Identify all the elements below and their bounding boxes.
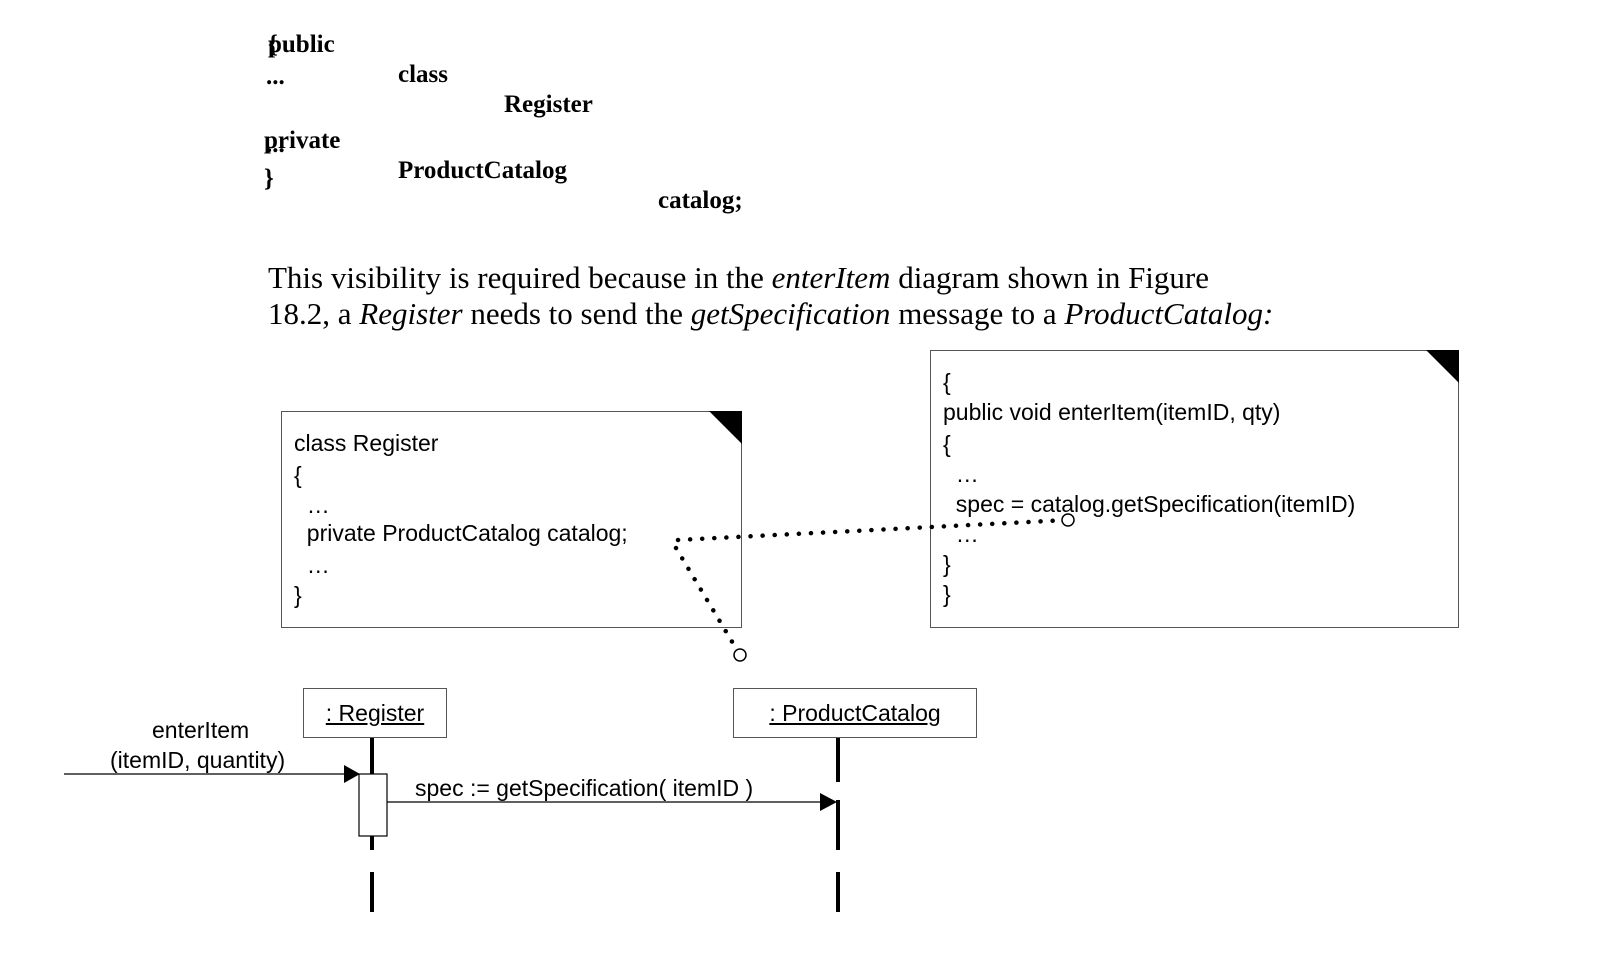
note-line: class Register [294,430,439,456]
paragraph-line-1: This visibility is required because in t… [268,260,1209,296]
note-line: … [943,461,979,487]
note-line: spec = catalog.getSpecification(itemID) [943,491,1356,517]
catalog-lifeline-head: : ProductCatalog [733,688,977,738]
para-emphasis: enterItem [771,260,891,295]
register-lifeline-head: : Register [303,688,447,738]
para-text: needs to send the [462,296,691,331]
code-keyword: class [398,61,448,88]
code-keyword: public [268,31,335,58]
code-line-4: private ProductCatalog catalog; [264,96,743,246]
lifeline-label: : ProductCatalog [769,700,941,726]
code-type: ProductCatalog [398,157,567,184]
arrowhead-icon [344,765,360,783]
note-fold-icon [1426,350,1459,383]
arrowhead-icon [820,793,837,811]
note-line: } [294,582,302,608]
note-line: private ProductCatalog catalog; [294,520,628,546]
note-line: } [943,551,951,577]
para-text: message to a [890,296,1065,331]
note-line: … [294,552,330,578]
para-text: This visibility is required because in t… [268,260,772,295]
code-line-3: ... [266,63,285,90]
code-line-5: ... [266,131,285,158]
para-text: diagram shown in Figure [890,260,1210,295]
note-line: { [943,431,951,457]
para-emphasis: getSpecification [690,296,891,331]
para-emphasis: Register [359,296,463,331]
incoming-message-args: (itemID, quantity) [110,747,286,773]
code-keyword: private [264,127,341,154]
incoming-message-label: enterItem [152,717,250,743]
code-line-6: } [264,165,274,192]
paragraph-line-2: 18.2, a Register needs to send the getSp… [268,296,1273,332]
call-message-label: spec := getSpecification( itemID ) [415,775,754,801]
note-line: { [943,369,951,395]
code-line-2: { [268,31,278,58]
lifeline-label: : Register [325,700,425,726]
enteritem-method-note: { public void enterItem(itemID, qty) { …… [930,350,1459,628]
code-identifier: Register [504,91,593,118]
para-emphasis: ProductCatalog: [1064,296,1274,331]
anchor-circle-icon [733,648,747,662]
note-anchor-line [673,545,743,658]
note-line: … [294,492,330,518]
note-line: public void enterItem(itemID, qty) [943,399,1281,425]
para-text: 18.2, a [268,296,360,331]
note-line: … [943,521,979,547]
note-line: { [294,462,302,488]
anchor-circle-icon [1061,513,1075,527]
note-fold-icon [709,411,742,444]
note-anchor-line [675,517,1071,543]
code-line-1: public class Register [268,0,593,150]
note-line: } [943,581,951,607]
code-identifier: catalog; [658,187,743,214]
register-class-note: class Register { … private ProductCatalo… [281,411,742,628]
register-activation-bar [358,773,388,837]
